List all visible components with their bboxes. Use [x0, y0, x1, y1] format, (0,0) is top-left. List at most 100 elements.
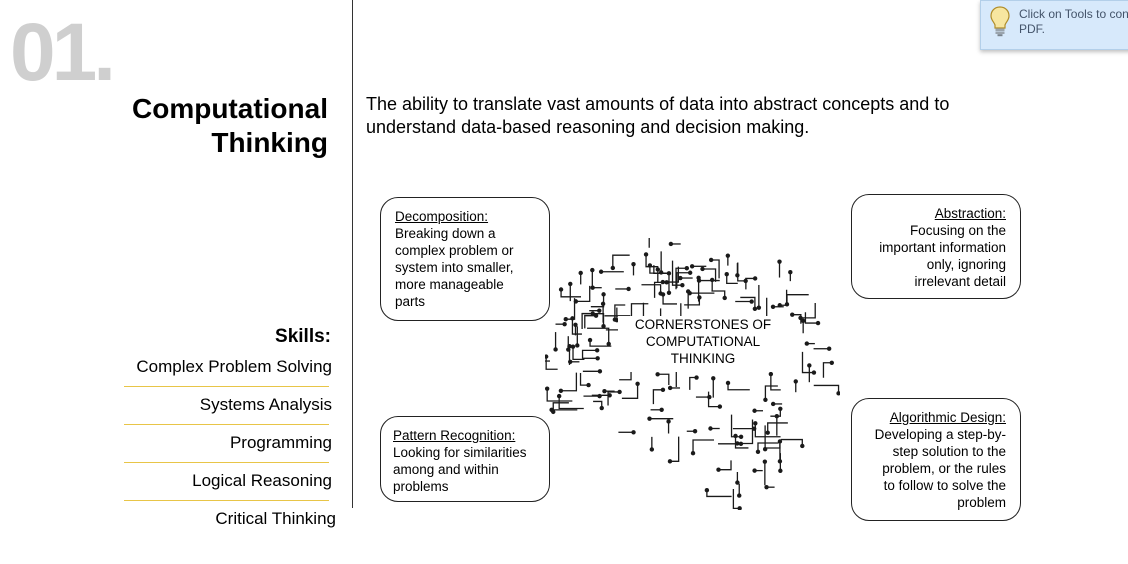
- circuit-node: [752, 276, 758, 281]
- skill-label: Logical Reasoning: [192, 471, 332, 490]
- circuit-node: [777, 439, 783, 444]
- circuit-trace: [581, 349, 598, 359]
- title-line-2: Thinking: [211, 127, 328, 158]
- circuit-node: [788, 270, 793, 275]
- circuit-trace: [706, 490, 732, 498]
- circuit-node: [601, 292, 606, 297]
- circuit-trace: [612, 254, 630, 268]
- circuit-trace: [558, 396, 584, 410]
- decomposition-line: system into smaller,: [395, 260, 514, 275]
- circuit-trace: [754, 423, 781, 438]
- skill-item: Critical Thinking: [124, 504, 336, 542]
- circuit-node: [738, 441, 744, 447]
- circuit-node: [617, 389, 622, 395]
- circuit-node: [578, 270, 583, 276]
- section-number: 01.: [10, 7, 116, 98]
- algorithmic-line: problem, or the rules: [882, 461, 1006, 476]
- abstraction-heading: Abstraction:: [934, 206, 1006, 221]
- circuit-trace: [675, 267, 687, 290]
- circuit-trace: [726, 274, 738, 285]
- circuit-node: [800, 443, 805, 449]
- circuit-trace: [653, 265, 669, 275]
- circuit-node: [597, 308, 602, 313]
- circuit-trace: [804, 312, 819, 324]
- circuit-trace: [822, 362, 832, 378]
- circuit-node: [770, 401, 776, 407]
- circuit-node: [768, 371, 774, 377]
- circuit-node: [562, 321, 567, 327]
- circuit-trace: [652, 389, 663, 405]
- circuit-node: [755, 449, 761, 454]
- circuit-node: [666, 271, 672, 276]
- circuit-node: [778, 468, 783, 473]
- circuit-node: [811, 370, 817, 375]
- circuit-node: [594, 348, 600, 353]
- circuit-trace: [786, 294, 809, 305]
- circuit-trace: [671, 260, 683, 286]
- circuit-node: [680, 282, 685, 288]
- circuit-node: [762, 459, 768, 464]
- circuit-trace: [584, 315, 597, 329]
- circuit-trace: [565, 298, 576, 320]
- circuit-node: [697, 295, 702, 300]
- circuit-node: [793, 379, 798, 384]
- algorithmic-line: to follow to solve the: [883, 478, 1006, 493]
- diagram-center-label: CORNERSTONES OF COMPUTATIONAL THINKING: [618, 316, 788, 372]
- circuit-node: [764, 484, 769, 490]
- circuit-node: [733, 433, 738, 439]
- circuit-node: [774, 414, 780, 419]
- circuit-trace: [801, 351, 814, 374]
- circuit-node: [666, 290, 672, 296]
- circuit-node: [687, 290, 692, 296]
- circuit-node: [553, 347, 558, 352]
- circuit-trace: [657, 373, 670, 385]
- circuit-trace: [619, 368, 632, 381]
- circuit-node: [567, 343, 572, 349]
- circuit-trace: [727, 382, 750, 391]
- circuit-node: [684, 266, 690, 271]
- circuit-node: [707, 394, 712, 400]
- circuit-node: [568, 281, 573, 287]
- skills-list: Complex Problem Solving Systems Analysis…: [124, 352, 336, 542]
- circuit-node: [743, 278, 748, 284]
- pattern-line: problems: [393, 479, 449, 494]
- circuit-trace: [745, 277, 756, 290]
- circuit-trace: [707, 391, 720, 408]
- center-line-2: COMPUTATIONAL: [645, 334, 761, 349]
- circuit-node: [807, 363, 812, 368]
- skill-item: Programming: [124, 428, 336, 466]
- circuit-node: [826, 346, 832, 351]
- circuit-node: [659, 407, 664, 413]
- circuit-node: [756, 305, 762, 310]
- circuit-node: [725, 253, 731, 258]
- skill-divider: [124, 386, 329, 387]
- decomposition-box: Decomposition: Breaking down a complex p…: [380, 197, 550, 321]
- circuit-node: [590, 285, 595, 290]
- circuit-node: [678, 275, 683, 281]
- circuit-node: [753, 421, 758, 426]
- circuit-node: [570, 316, 575, 321]
- circuit-node: [626, 286, 631, 292]
- skill-item: Logical Reasoning: [124, 466, 336, 504]
- circuit-node: [655, 372, 660, 377]
- circuit-node: [777, 459, 783, 464]
- circuit-trace: [560, 372, 578, 392]
- pattern-heading: Pattern Recognition:: [393, 428, 516, 443]
- circuit-node: [597, 369, 603, 374]
- circuit-trace: [641, 284, 662, 294]
- circuit-trace: [737, 262, 746, 282]
- circuit-node: [664, 280, 669, 285]
- algorithmic-line: problem: [957, 495, 1006, 510]
- circuit-node: [790, 312, 795, 317]
- circuit-trace: [579, 373, 589, 386]
- circuit-node: [602, 388, 607, 394]
- pdf-tools-tooltip[interactable]: Click on Tools to con PDF.: [980, 0, 1128, 50]
- circuit-node: [777, 259, 782, 264]
- circuit-node: [570, 344, 576, 349]
- intro-line-2: understand data-based reasoning and deci…: [366, 117, 810, 137]
- circuit-trace: [621, 383, 639, 399]
- circuit-trace: [757, 442, 779, 452]
- lightbulb-icon: [990, 6, 1010, 37]
- circuit-node: [800, 318, 806, 324]
- abstraction-line: Focusing on the: [909, 223, 1006, 238]
